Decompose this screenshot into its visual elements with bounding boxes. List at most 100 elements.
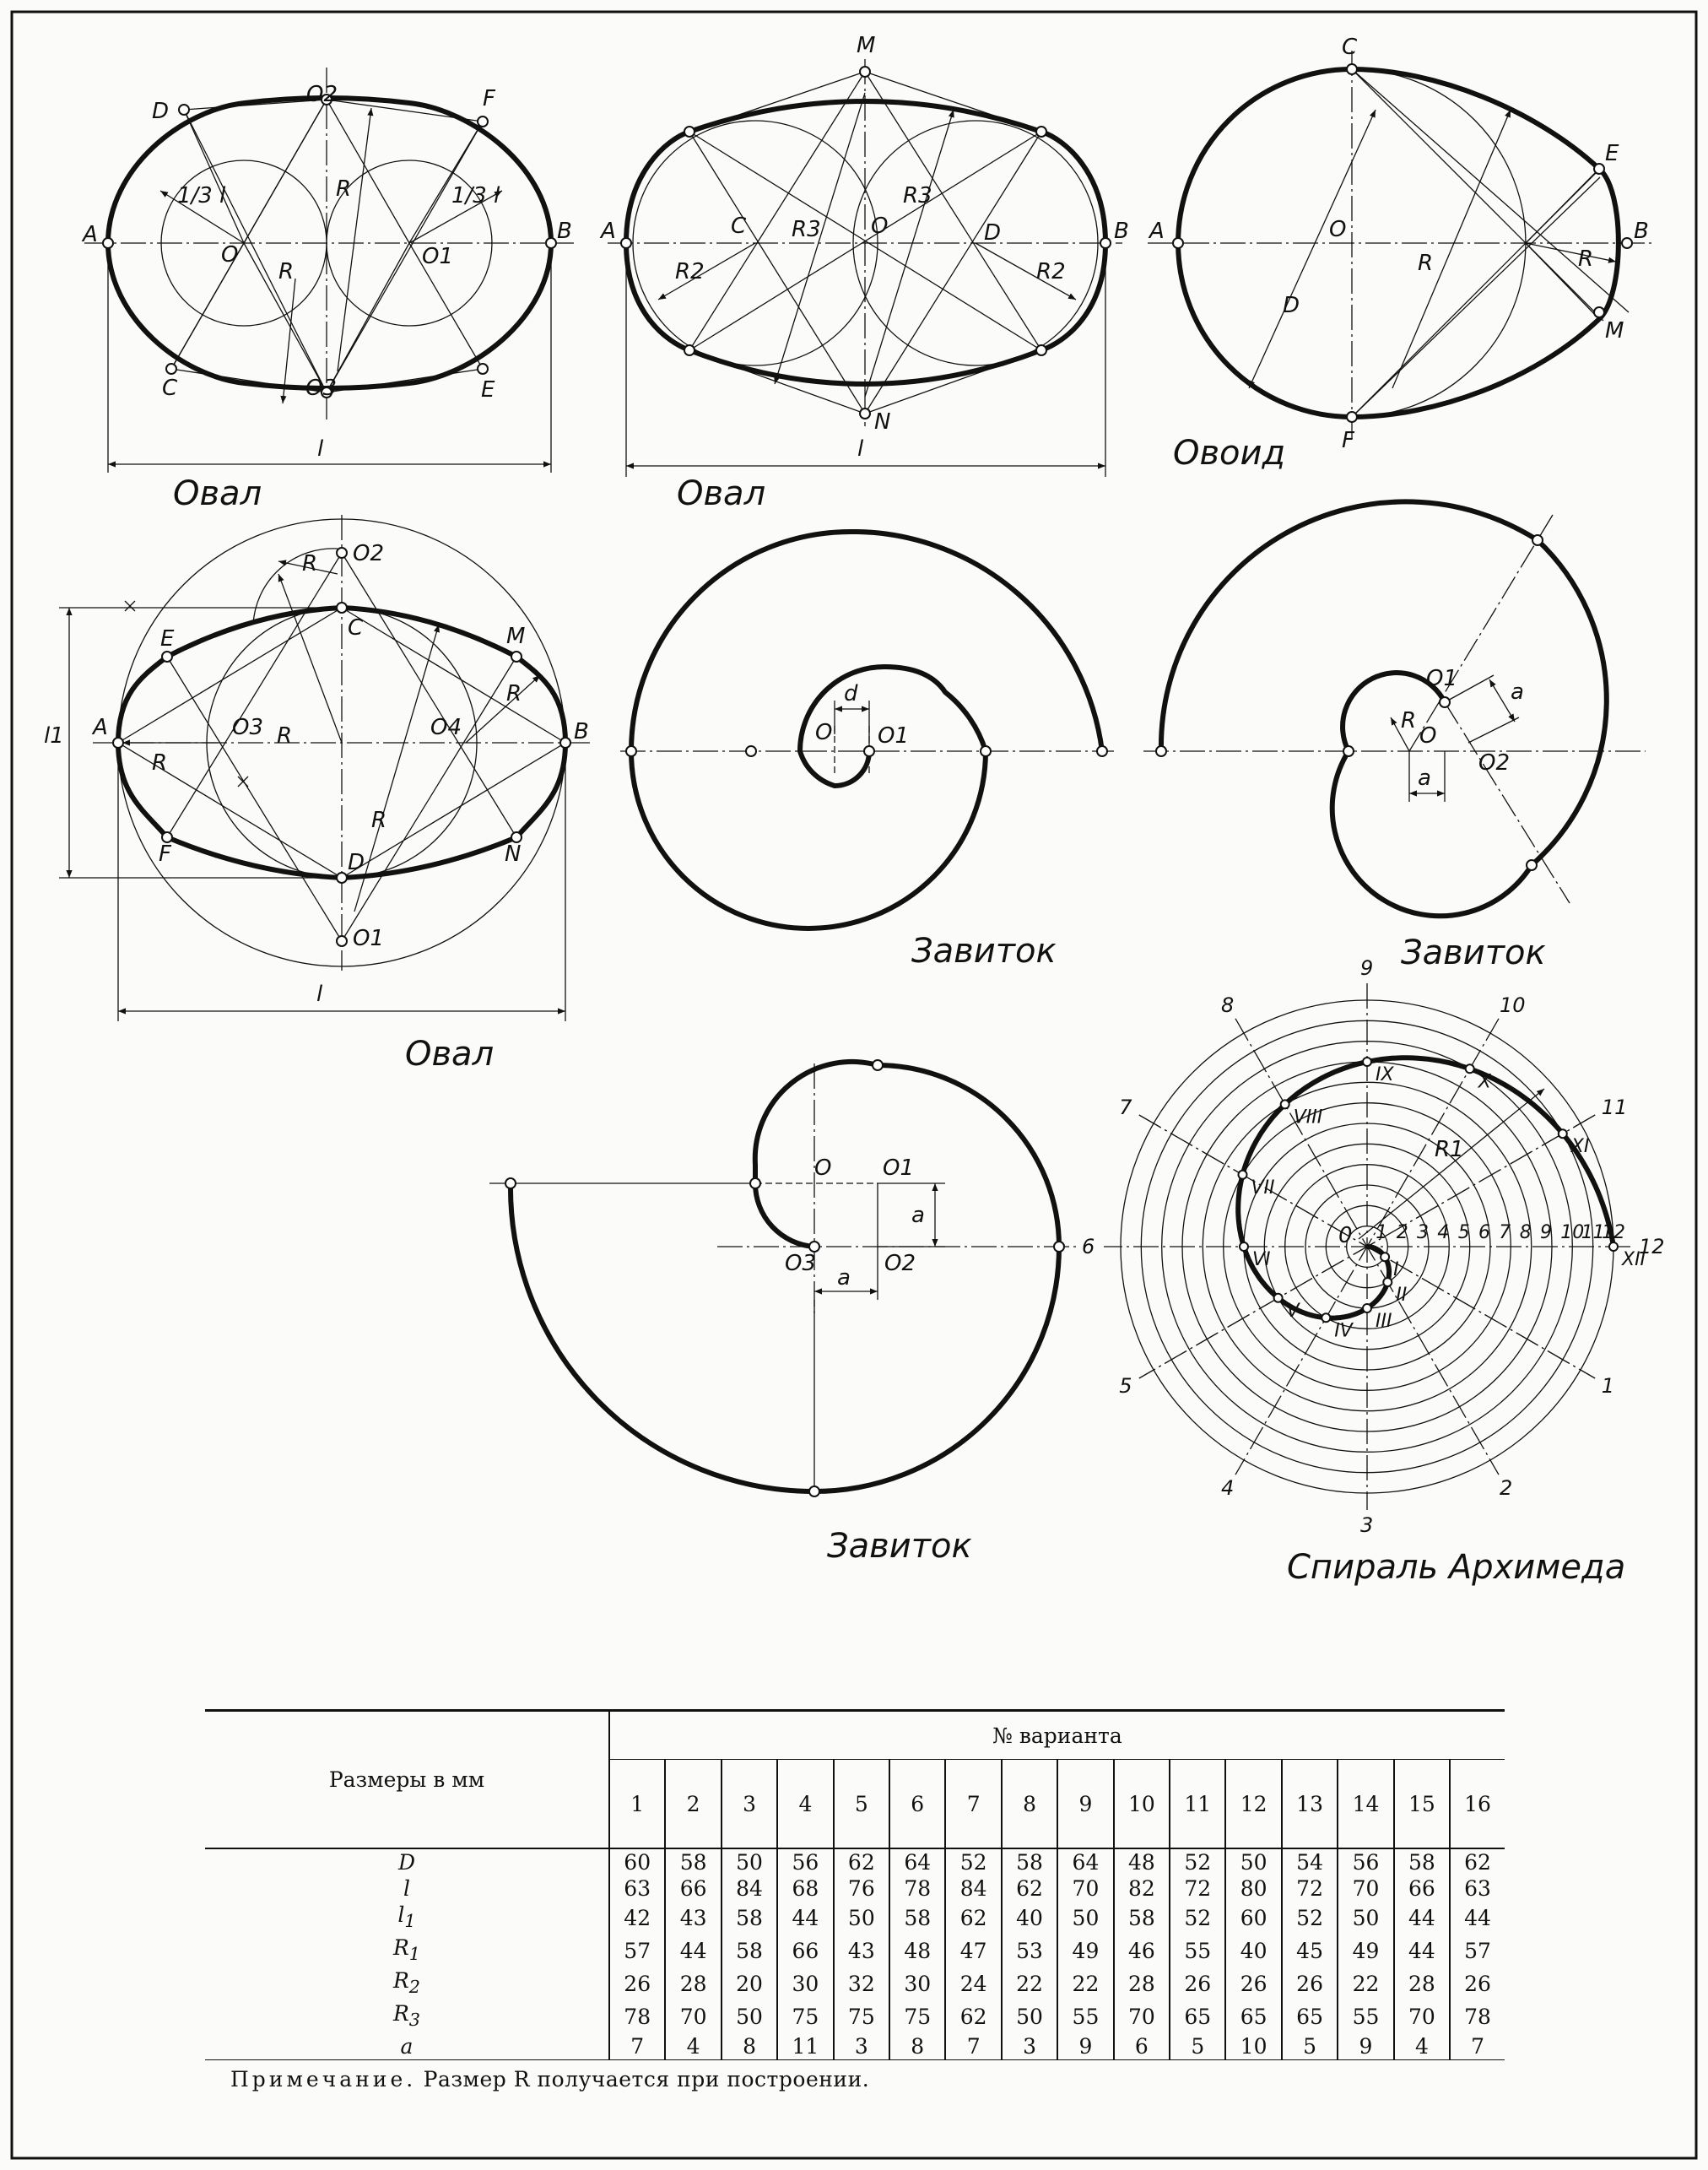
table-cell: 46 (1112, 1935, 1170, 1967)
variant-number: 8 (1000, 1759, 1058, 1849)
oval-3-dim-R-right: R (506, 681, 522, 706)
curl-2-label-O2: O2 (1478, 750, 1510, 776)
curl-3-label-O3: O3 (785, 1251, 816, 1276)
table-cell: 84 (720, 1875, 778, 1902)
table-cell: 28 (1112, 1967, 1170, 2000)
table-cell: 7 (944, 2033, 1002, 2060)
spiral-point (1239, 1242, 1249, 1252)
curl-3-dim-a-horizontal: a (837, 1265, 851, 1291)
oval-3-caption: Овал (405, 1035, 494, 1074)
table-cell: 63 (608, 1875, 666, 1902)
oval-1-label-O3: O3 (305, 376, 337, 401)
table-cell: 42 (608, 1902, 666, 1935)
table-cell: 65 (1169, 2000, 1226, 2033)
spiral-scale-label: 1 (1376, 1222, 1387, 1243)
oval-3-label-M: M (506, 624, 525, 649)
curl-2-label-O1: O1 (1426, 666, 1457, 691)
spiral-roman-label: I (1393, 1259, 1399, 1280)
table-cell: 58 (720, 1902, 778, 1935)
spiral-ray-label: 8 (1221, 993, 1234, 1017)
spiral-scale-label: 10 (1560, 1222, 1584, 1243)
oval-2-label-N: N (874, 409, 890, 435)
table-cell: 70 (1392, 2000, 1451, 2033)
table-cell: 26 (1224, 1967, 1282, 2000)
variant-number: 13 (1280, 1759, 1338, 1849)
oval-3-label-N: N (505, 841, 521, 867)
spiral-point (1382, 1277, 1393, 1288)
oval-3-label-A: A (91, 715, 108, 740)
oval-3-figure: A B C D E F M N O1 O2 O3 O4 R R R R R l1… (44, 515, 591, 1074)
variant-number: 9 (1057, 1759, 1114, 1849)
table-cell: 10 (1224, 2033, 1282, 2060)
oval-3-dim-R-bottom: R (371, 808, 386, 833)
table-cell: 50 (1000, 2000, 1058, 2033)
spiral-roman-label: IV (1334, 1320, 1354, 1341)
spiral-point (1273, 1292, 1284, 1303)
ovoid-figure: A B C E F M O D R R Овоид (1148, 35, 1654, 473)
table-cell: 3 (832, 2033, 890, 2060)
table-cell: 44 (1392, 1935, 1451, 1967)
row-label: R1 (392, 1935, 421, 1964)
sheet-frame (10, 10, 1698, 2160)
table-cell: 7 (608, 2033, 666, 2060)
spiral-roman-label: VIII (1294, 1107, 1323, 1128)
ovoid-dim-D: D (1283, 293, 1300, 318)
spiral-scale-label: 3 (1417, 1222, 1429, 1243)
table-cell: 4 (664, 2033, 722, 2060)
spiral-scale-label: 7 (1499, 1222, 1511, 1243)
table-cell: 22 (1337, 1967, 1394, 2000)
table-cell: 5 (1280, 2033, 1338, 2060)
variant-number: 11 (1169, 1759, 1226, 1849)
table-cell: 62 (832, 1848, 890, 1875)
oval-1-label-O2: O2 (306, 82, 338, 107)
table-cell: 58 (889, 1902, 946, 1935)
oval-2-dim-R2-right: R2 (1036, 259, 1066, 284)
note-label: Примечание. (230, 2067, 417, 2092)
ovoid-label-C: C (1342, 35, 1358, 60)
row-label: D (397, 1850, 416, 1875)
table-cell: 8 (889, 2033, 946, 2060)
spiral-scale-label: 2 (1397, 1222, 1408, 1243)
table-cell: 6 (1112, 2033, 1170, 2060)
curl-2-label-O: O (1419, 723, 1436, 749)
curl-3-caption: Завиток (827, 1527, 972, 1566)
table-cell: 62 (1449, 1848, 1505, 1875)
table-cell: 76 (832, 1875, 890, 1902)
oval-3-label-O1: O1 (353, 926, 384, 951)
table-cell: 58 (1392, 1848, 1451, 1875)
oval-2-figure: A B C D O M N R2 R2 R3 R3 l Овал (599, 33, 1129, 513)
table-cell: 58 (1000, 1848, 1058, 1875)
table-cell: 7 (1449, 2033, 1505, 2060)
variant-header-text: № варианта (992, 1723, 1122, 1748)
spiral-scale-label: 9 (1540, 1222, 1552, 1243)
table-cell: 78 (608, 2000, 666, 2033)
oval-2-caption: Овал (677, 474, 765, 513)
spiral-scale-label: 5 (1458, 1222, 1470, 1243)
curl-1-caption: Завиток (911, 932, 1057, 971)
spiral-point (1279, 1099, 1290, 1110)
spiral-scale-label: 8 (1520, 1222, 1532, 1243)
table-cell: 30 (889, 1967, 946, 2000)
table-cell: 50 (1337, 1902, 1394, 1935)
sizes-header-text: Размеры в мм (328, 1767, 485, 1792)
table-cell: 70 (1337, 1875, 1394, 1902)
oval-2-label-B: B (1114, 219, 1129, 244)
oval-3-label-E: E (160, 626, 175, 652)
variant-number: 4 (776, 1759, 834, 1849)
table-cell: 80 (1224, 1875, 1282, 1902)
table-cell: 57 (608, 1935, 666, 1967)
spiral-roman-label: X (1478, 1071, 1492, 1092)
table-cell: 52 (1169, 1902, 1226, 1935)
table-cell: 56 (1337, 1848, 1394, 1875)
variant-number: 6 (889, 1759, 946, 1849)
oval-3-label-F: F (159, 841, 172, 867)
ovoid-label-M: M (1605, 318, 1624, 344)
note-text: Размер R получается при построении. (416, 2067, 870, 2092)
oval-1-label-O: O (221, 242, 238, 268)
